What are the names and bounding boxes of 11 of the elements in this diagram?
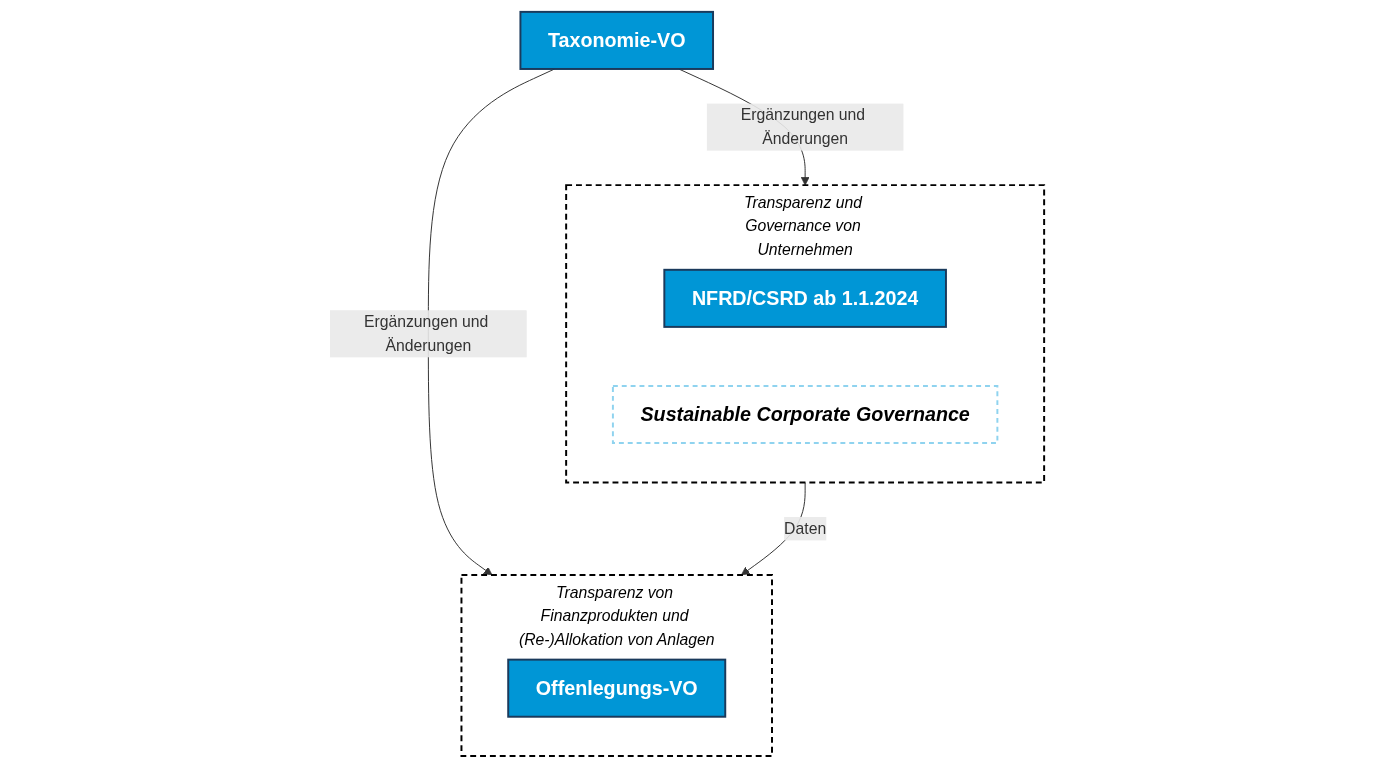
node-label: Transparenz von Finanzprodukten und (Re-)Allokation von Anlagen	[518, 583, 715, 648]
node-box: Offenlegungs-VO	[507, 658, 727, 718]
node-box: NFRD/CSRD ab 1.1.2024	[663, 268, 947, 328]
cluster	[460, 574, 773, 758]
edge-label: Ergänzungen und Änderungen	[740, 106, 866, 147]
cluster	[565, 184, 1046, 484]
node-label: Transparenz und Governance von Unternehmen	[743, 194, 862, 258]
edge-label: Daten	[784, 519, 827, 537]
edge-label: Ergänzungen und Änderungen	[363, 313, 489, 354]
node-box: Sustainable Corporate Governance	[611, 384, 999, 445]
node-box: Taxonomie-VO	[519, 10, 714, 70]
